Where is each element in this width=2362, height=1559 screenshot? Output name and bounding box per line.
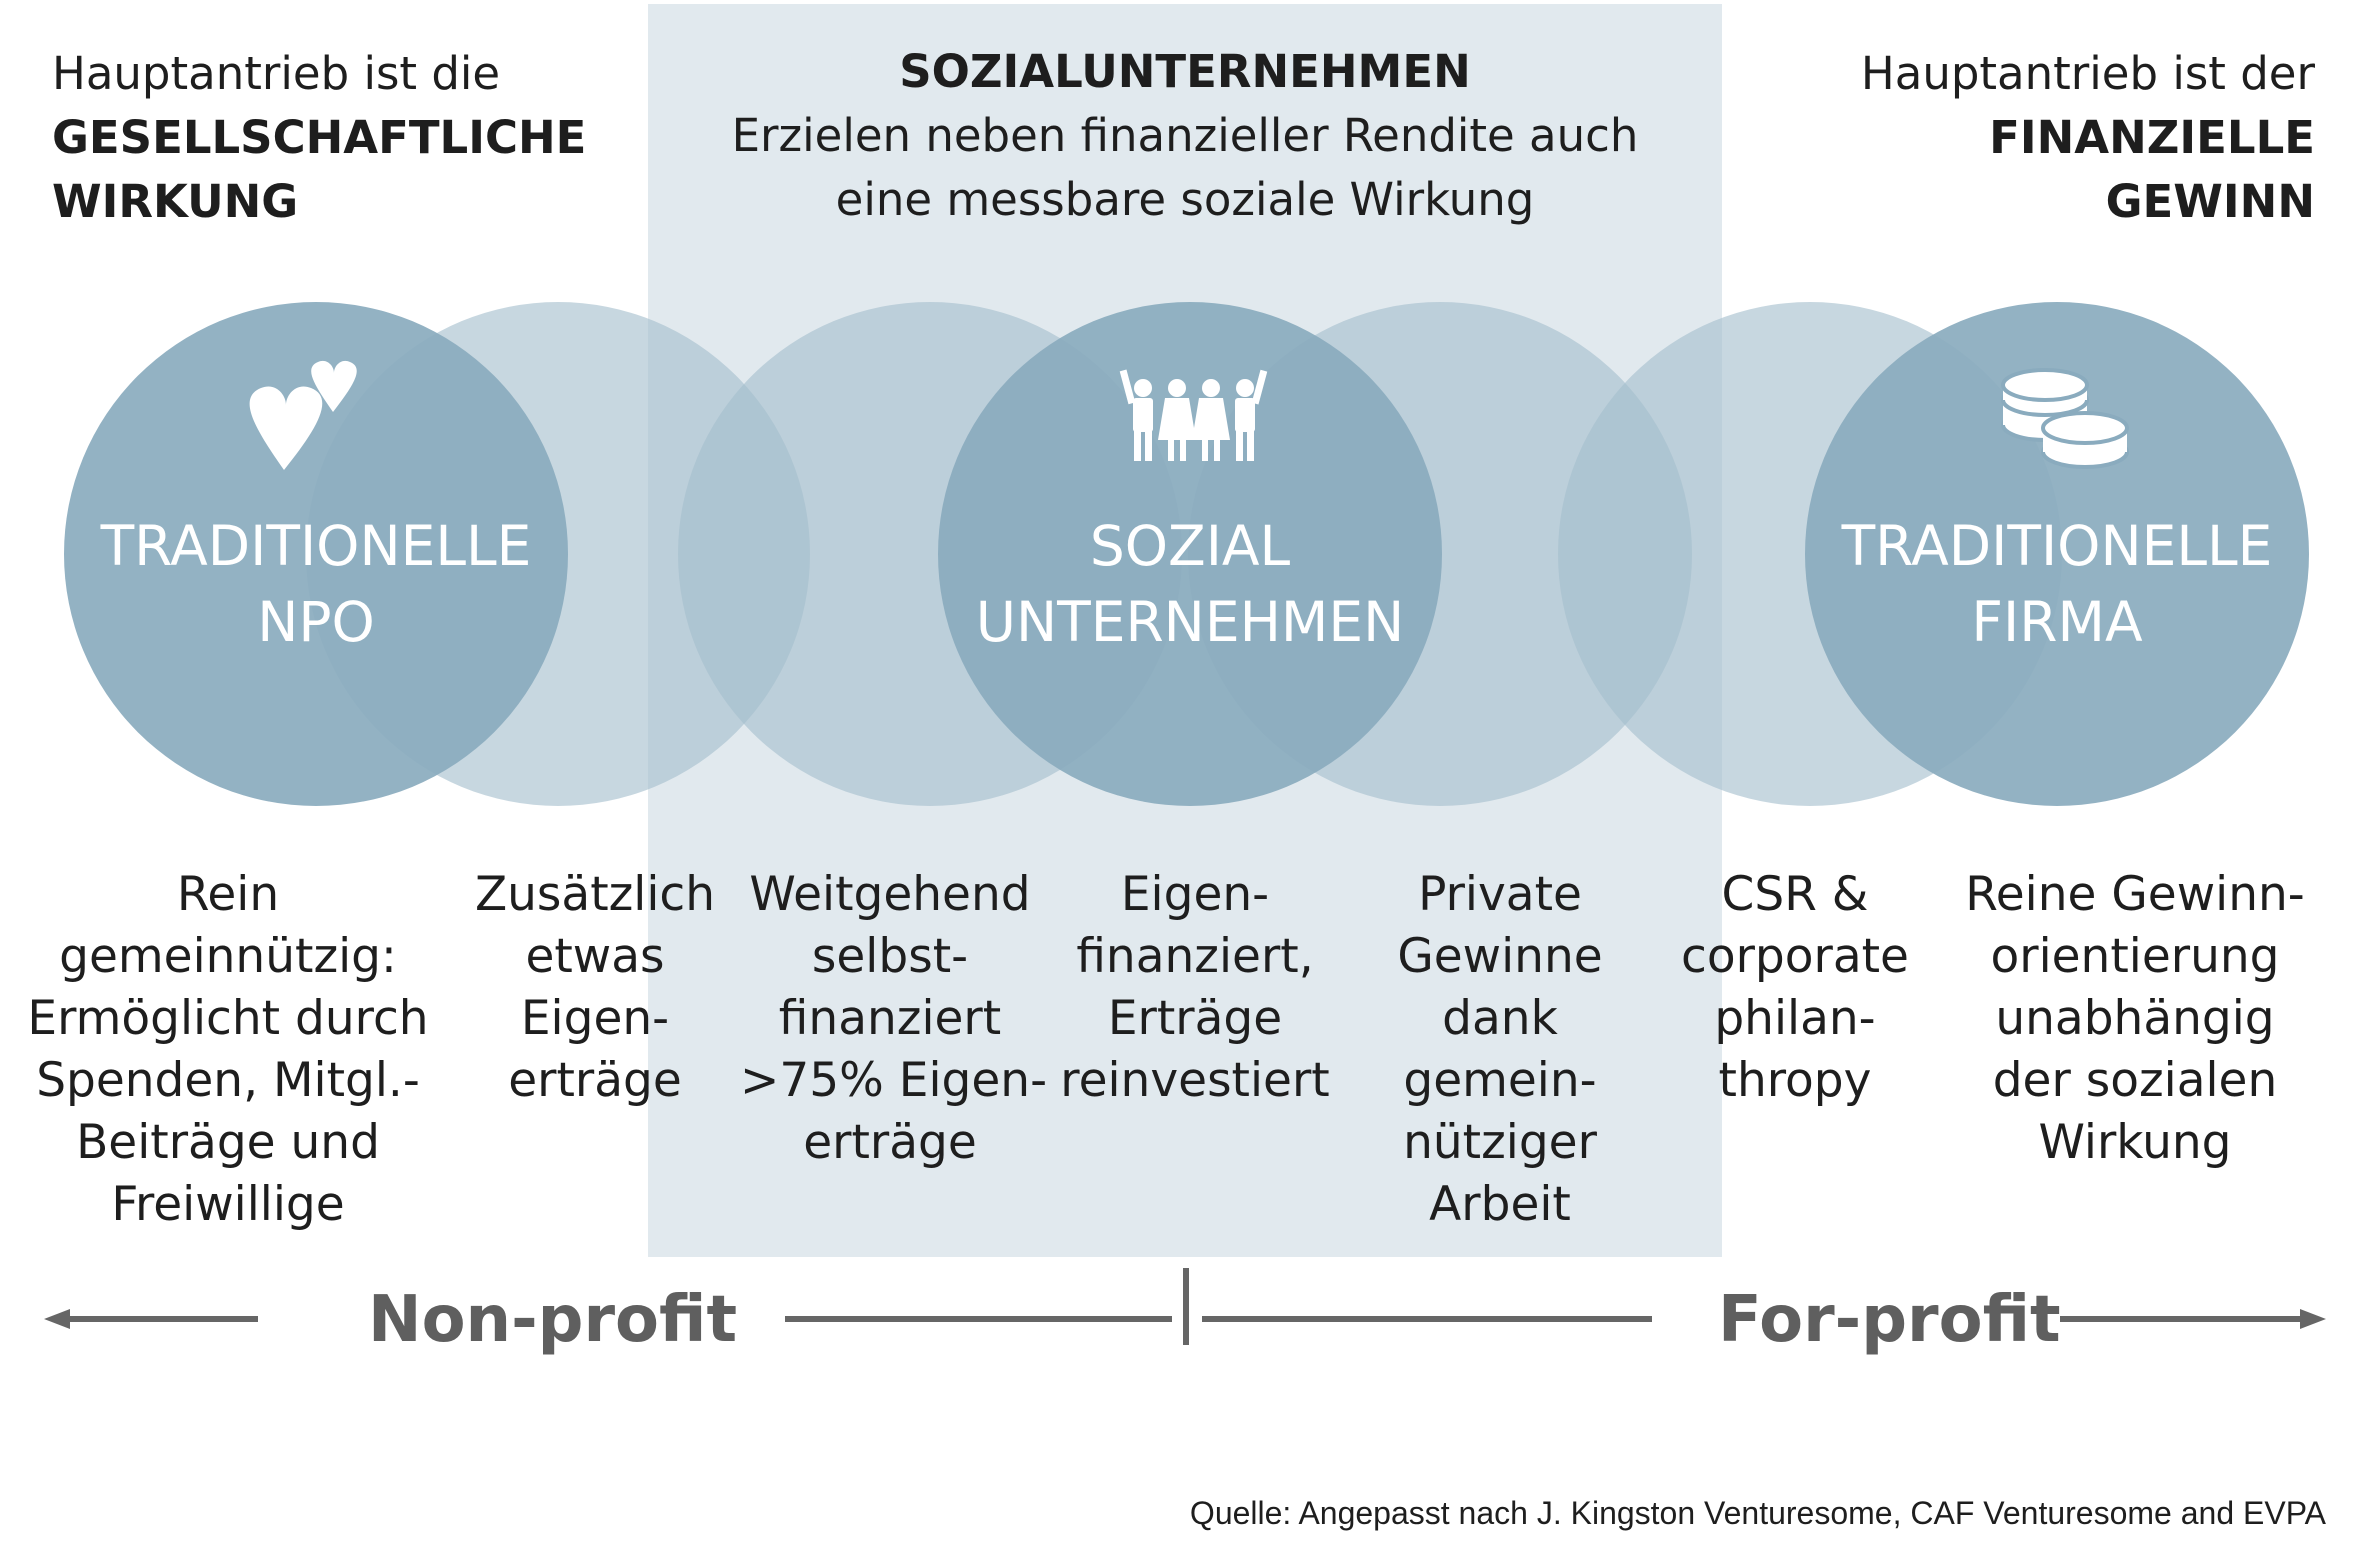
circle-label-line-1: TRADITIONELLE [100, 514, 532, 578]
column-largely-self-financed: Weitgehend selbst- finanziert >75% Eigen… [740, 864, 1048, 1174]
axis-label-non-profit: Non-profit [368, 1283, 738, 1357]
axis-left-arrowhead [44, 1309, 70, 1329]
column-line: orientierung [1990, 929, 2280, 984]
column-line: Eigen- [520, 991, 670, 1046]
column-line: unabhängig [1995, 991, 2275, 1046]
column-line: Erträge [1107, 991, 1283, 1046]
column-self-financed: Eigen- finanziert, Erträge reinvestiert [1050, 864, 1340, 1112]
column-line: thropy [1718, 1053, 1872, 1108]
column-private-profits: Private Gewinne dank gemein- nütziger Ar… [1380, 864, 1620, 1236]
header-left-bold-1: GESELLSCHAFTLICHE [52, 111, 587, 164]
header-right-bold-1: FINANZIELLE [1989, 111, 2315, 164]
column-line: finanziert, [1076, 929, 1314, 984]
column-line: erträge [508, 1053, 682, 1108]
axis [44, 1268, 2326, 1345]
column-pure-profit: Reine Gewinn- orientierung unabhängig de… [1935, 864, 2335, 1174]
circle-label-traditional-npo: TRADITIONELLE NPO [66, 508, 566, 660]
header-left-line: Hauptantrieb ist die [52, 47, 501, 100]
header-right: Hauptantrieb ist der FINANZIELLE GEWINN [1680, 42, 2315, 234]
column-line: Rein [176, 867, 280, 922]
column-line: Arbeit [1429, 1177, 1571, 1232]
column-line: selbst- [811, 929, 969, 984]
header-right-bold-2: GEWINN [2105, 175, 2315, 228]
column-line: Spenden, Mitgl.- [36, 1053, 420, 1108]
column-line: reinvestiert [1060, 1053, 1330, 1108]
column-line: Gewinne [1397, 929, 1603, 984]
column-line: gemein- [1403, 1053, 1597, 1108]
circle-label-line-2: UNTERNEHMEN [975, 590, 1405, 654]
column-line: Freiwillige [111, 1177, 345, 1232]
column-line: Zusätzlich [474, 867, 716, 922]
header-center-line-2: eine messbare soziale Wirkung [835, 173, 1535, 226]
column-line: Private [1418, 867, 1582, 922]
header-left-bold-2: WIRKUNG [52, 175, 299, 228]
column-line: corporate [1681, 929, 1909, 984]
column-line: erträge [803, 1115, 977, 1170]
axis-right-arrowhead [2300, 1309, 2326, 1329]
source-note: Quelle: Angepasst nach J. Kingston Ventu… [1189, 1495, 2326, 1531]
coins-icon [2001, 368, 2129, 469]
column-traditional-npo: Rein gemeinnützig: Ermöglicht durch Spen… [18, 864, 438, 1236]
column-line: Ermöglicht durch [27, 991, 429, 1046]
column-line: dank [1442, 991, 1558, 1046]
header-center: SOZIALUNTERNEHMEN Erzielen neben finanzi… [648, 40, 1722, 232]
circle-label-traditional-company: TRADITIONELLE FIRMA [1807, 508, 2307, 660]
column-line: Eigen- [1120, 867, 1270, 922]
column-line: der sozialen [1992, 1053, 2278, 1108]
circle-traditional-company [1805, 302, 2309, 806]
column-line: Reine Gewinn- [1965, 867, 2305, 922]
column-line: finanziert [778, 991, 1002, 1046]
circle-social-enterprise [938, 302, 1442, 806]
column-line: etwas [525, 929, 665, 984]
axis-label-for-profit: For-profit [1718, 1283, 2061, 1357]
circle-label-line-2: FIRMA [1971, 590, 2143, 654]
column-line: Weitgehend [749, 867, 1031, 922]
column-csr: CSR & corporate philan- thropy [1675, 864, 1915, 1112]
hearts-icon [249, 360, 357, 470]
header-left: Hauptantrieb ist die GESELLSCHAFTLICHE W… [52, 42, 672, 234]
circle-traditional-npo [64, 302, 568, 806]
column-line: Beiträge und [76, 1115, 380, 1170]
column-line: gemeinnützig: [59, 929, 397, 984]
column-line: CSR & [1721, 867, 1869, 922]
column-line: philan- [1714, 991, 1876, 1046]
header-center-title: SOZIALUNTERNEHMEN [899, 45, 1471, 98]
column-additional-earnings: Zusätzlich etwas Eigen- erträge [470, 864, 720, 1112]
circle-label-line-2: NPO [257, 590, 375, 654]
circle-label-social-enterprise: SOZIAL UNTERNEHMEN [940, 508, 1440, 660]
header-center-line-1: Erzielen neben finanzieller Rendite auch [731, 109, 1639, 162]
column-line: nütziger [1403, 1115, 1597, 1170]
circle-label-line-1: SOZIAL [1089, 514, 1291, 578]
people-icon [1119, 369, 1268, 461]
circle-label-line-1: TRADITIONELLE [1841, 514, 2273, 578]
header-right-line: Hauptantrieb ist der [1860, 47, 2315, 100]
column-line: Wirkung [2038, 1115, 2232, 1170]
column-line: >75% Eigen- [740, 1053, 1048, 1108]
